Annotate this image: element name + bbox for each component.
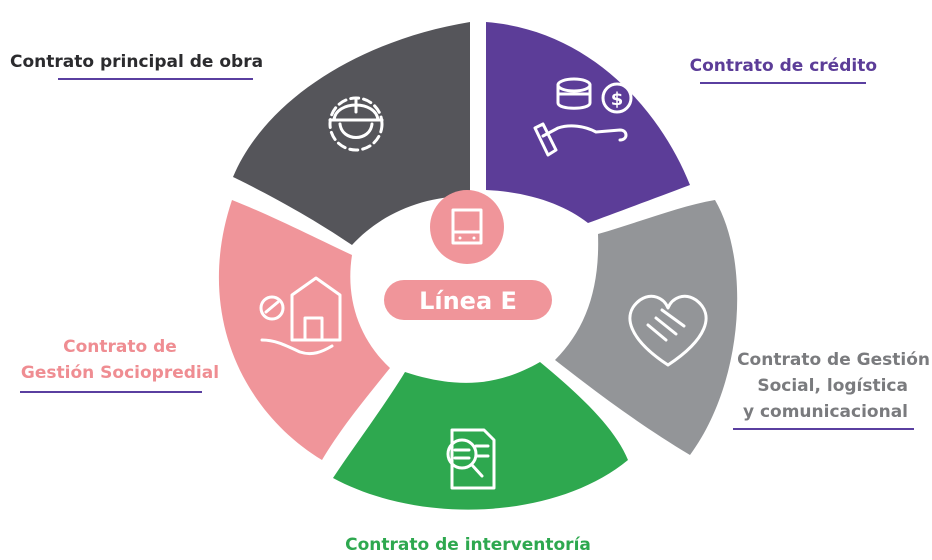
center-label: Línea E	[419, 287, 517, 315]
label-gestion-social-3: y comunicacional	[743, 402, 908, 422]
center-pill	[384, 280, 552, 320]
document-search-icon	[446, 428, 496, 490]
svg-text:$: $	[611, 89, 624, 110]
center-badge: Línea E	[384, 190, 552, 320]
label-gestion-social-2: Social, logística	[757, 376, 908, 396]
center-circle	[430, 190, 504, 264]
segment-interventoria	[333, 362, 628, 510]
label-credito: Contrato de crédito	[690, 56, 877, 76]
label-interventoria: Contrato de interventoría	[345, 535, 591, 555]
handshake-heart-icon	[628, 294, 708, 367]
label-sociopredial-2: Gestión Sociopredial	[21, 363, 219, 383]
train-icon	[451, 208, 483, 245]
label-obra: Contrato principal de obra	[10, 52, 263, 72]
hard-hat-gear-icon	[328, 96, 384, 152]
segment-gestion-social	[555, 200, 738, 455]
hand-coins-icon: $	[533, 77, 633, 157]
label-gestion-social-1: Contrato de Gestión	[737, 350, 930, 370]
house-hand-icon	[259, 276, 342, 356]
segment-credito	[486, 22, 690, 223]
segment-obra	[233, 22, 470, 245]
label-sociopredial-1: Contrato de	[63, 337, 177, 357]
